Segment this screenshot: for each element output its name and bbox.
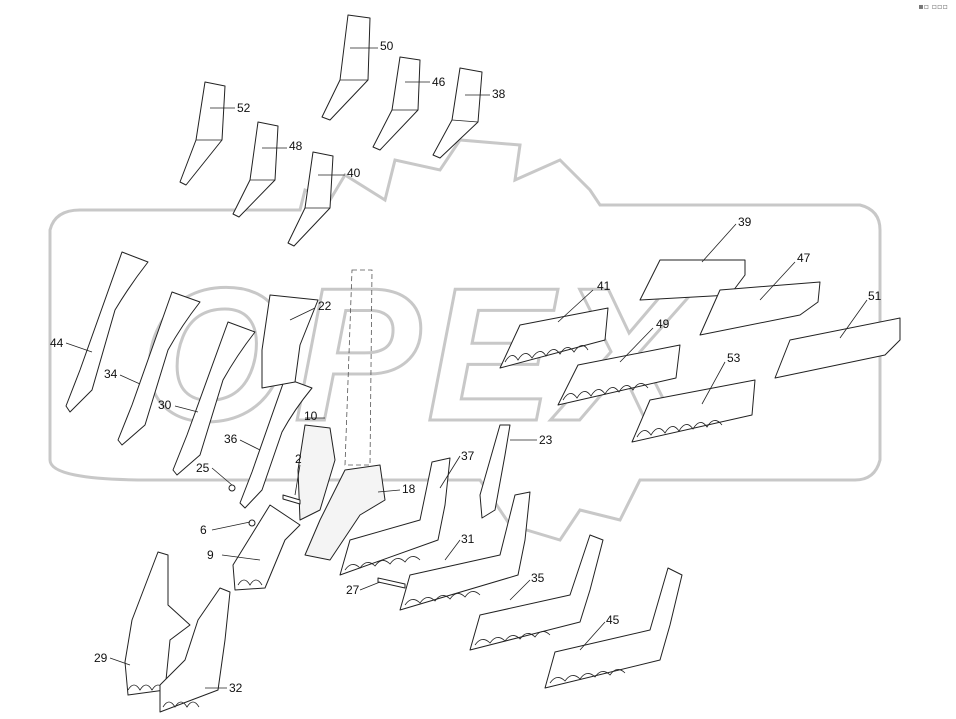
leader-lines	[65, 47, 868, 689]
callout-38: 38	[492, 87, 506, 101]
callout-35: 35	[531, 571, 545, 585]
part-2-bolt	[282, 494, 301, 505]
callout-34: 34	[104, 367, 118, 381]
part-31-share	[399, 491, 531, 611]
watermark: OPEX	[48, 138, 882, 542]
callout-41: 41	[597, 279, 611, 293]
callout-22: 22	[318, 299, 332, 313]
part-9-shoe	[232, 504, 301, 591]
callout-47: 47	[797, 251, 811, 265]
callout-32: 32	[229, 681, 243, 695]
callout-10: 10	[304, 409, 318, 423]
callout-31: 31	[461, 532, 475, 546]
part-40-blade	[287, 151, 334, 247]
callout-37: 37	[461, 449, 475, 463]
part-35-share	[469, 534, 604, 651]
callout-44: 44	[50, 336, 64, 350]
callout-18: 18	[402, 482, 416, 496]
part-23-guard	[479, 424, 511, 519]
part-44-curved-blade	[65, 251, 149, 413]
part-22-guard	[261, 294, 319, 389]
part-27-bolt	[377, 577, 406, 589]
corner-mark: ▪▫ ▫▫▫	[918, 2, 948, 11]
part-37-share	[339, 457, 451, 576]
part-51-plate	[774, 317, 901, 379]
part-6-bolt	[248, 519, 256, 527]
callout-51: 51	[868, 289, 882, 303]
part-48-blade	[232, 121, 279, 218]
callout-25: 25	[196, 461, 210, 475]
callout-2: 2	[295, 452, 302, 466]
part-30-curved-blade	[172, 321, 256, 476]
callout-23: 23	[539, 433, 553, 447]
part-52-blade	[179, 81, 226, 186]
part-18-bracket	[304, 464, 386, 561]
callout-30: 30	[158, 398, 172, 412]
callout-36: 36	[224, 432, 238, 446]
part-39-plate	[639, 259, 746, 301]
part-41-serrated	[499, 307, 609, 369]
callout-48: 48	[289, 139, 303, 153]
callout-46: 46	[432, 75, 446, 89]
callout-40: 40	[347, 166, 361, 180]
part-25-bolt	[228, 484, 236, 492]
part-49-serrated	[557, 344, 681, 406]
callout-27: 27	[346, 583, 360, 597]
part-10-bracket	[297, 424, 336, 521]
callout-53: 53	[727, 351, 741, 365]
callout-9: 9	[207, 548, 214, 562]
part-38-blade	[432, 67, 483, 159]
part-45-share	[544, 567, 683, 689]
callout-52: 52	[237, 101, 251, 115]
frame-post	[344, 269, 373, 466]
part-34-curved-blade	[117, 291, 201, 446]
part-47-plate	[699, 281, 821, 336]
part-53-serrated	[631, 379, 756, 443]
part-29-point	[124, 551, 191, 696]
callout-39: 39	[738, 215, 752, 229]
callout-6: 6	[200, 523, 207, 537]
watermark-gear	[48, 138, 882, 542]
part-50-blade	[321, 14, 371, 121]
callout-49: 49	[656, 317, 670, 331]
callout-labels: 50 46 38 52 48 40 39 47 51 41 49 53 44 3…	[50, 39, 882, 695]
part-46-blade	[372, 56, 421, 151]
part-36-curved-blade	[239, 377, 313, 509]
callout-45: 45	[606, 613, 620, 627]
callout-29: 29	[94, 651, 108, 665]
callout-50: 50	[380, 39, 394, 53]
part-32-point	[159, 587, 231, 713]
